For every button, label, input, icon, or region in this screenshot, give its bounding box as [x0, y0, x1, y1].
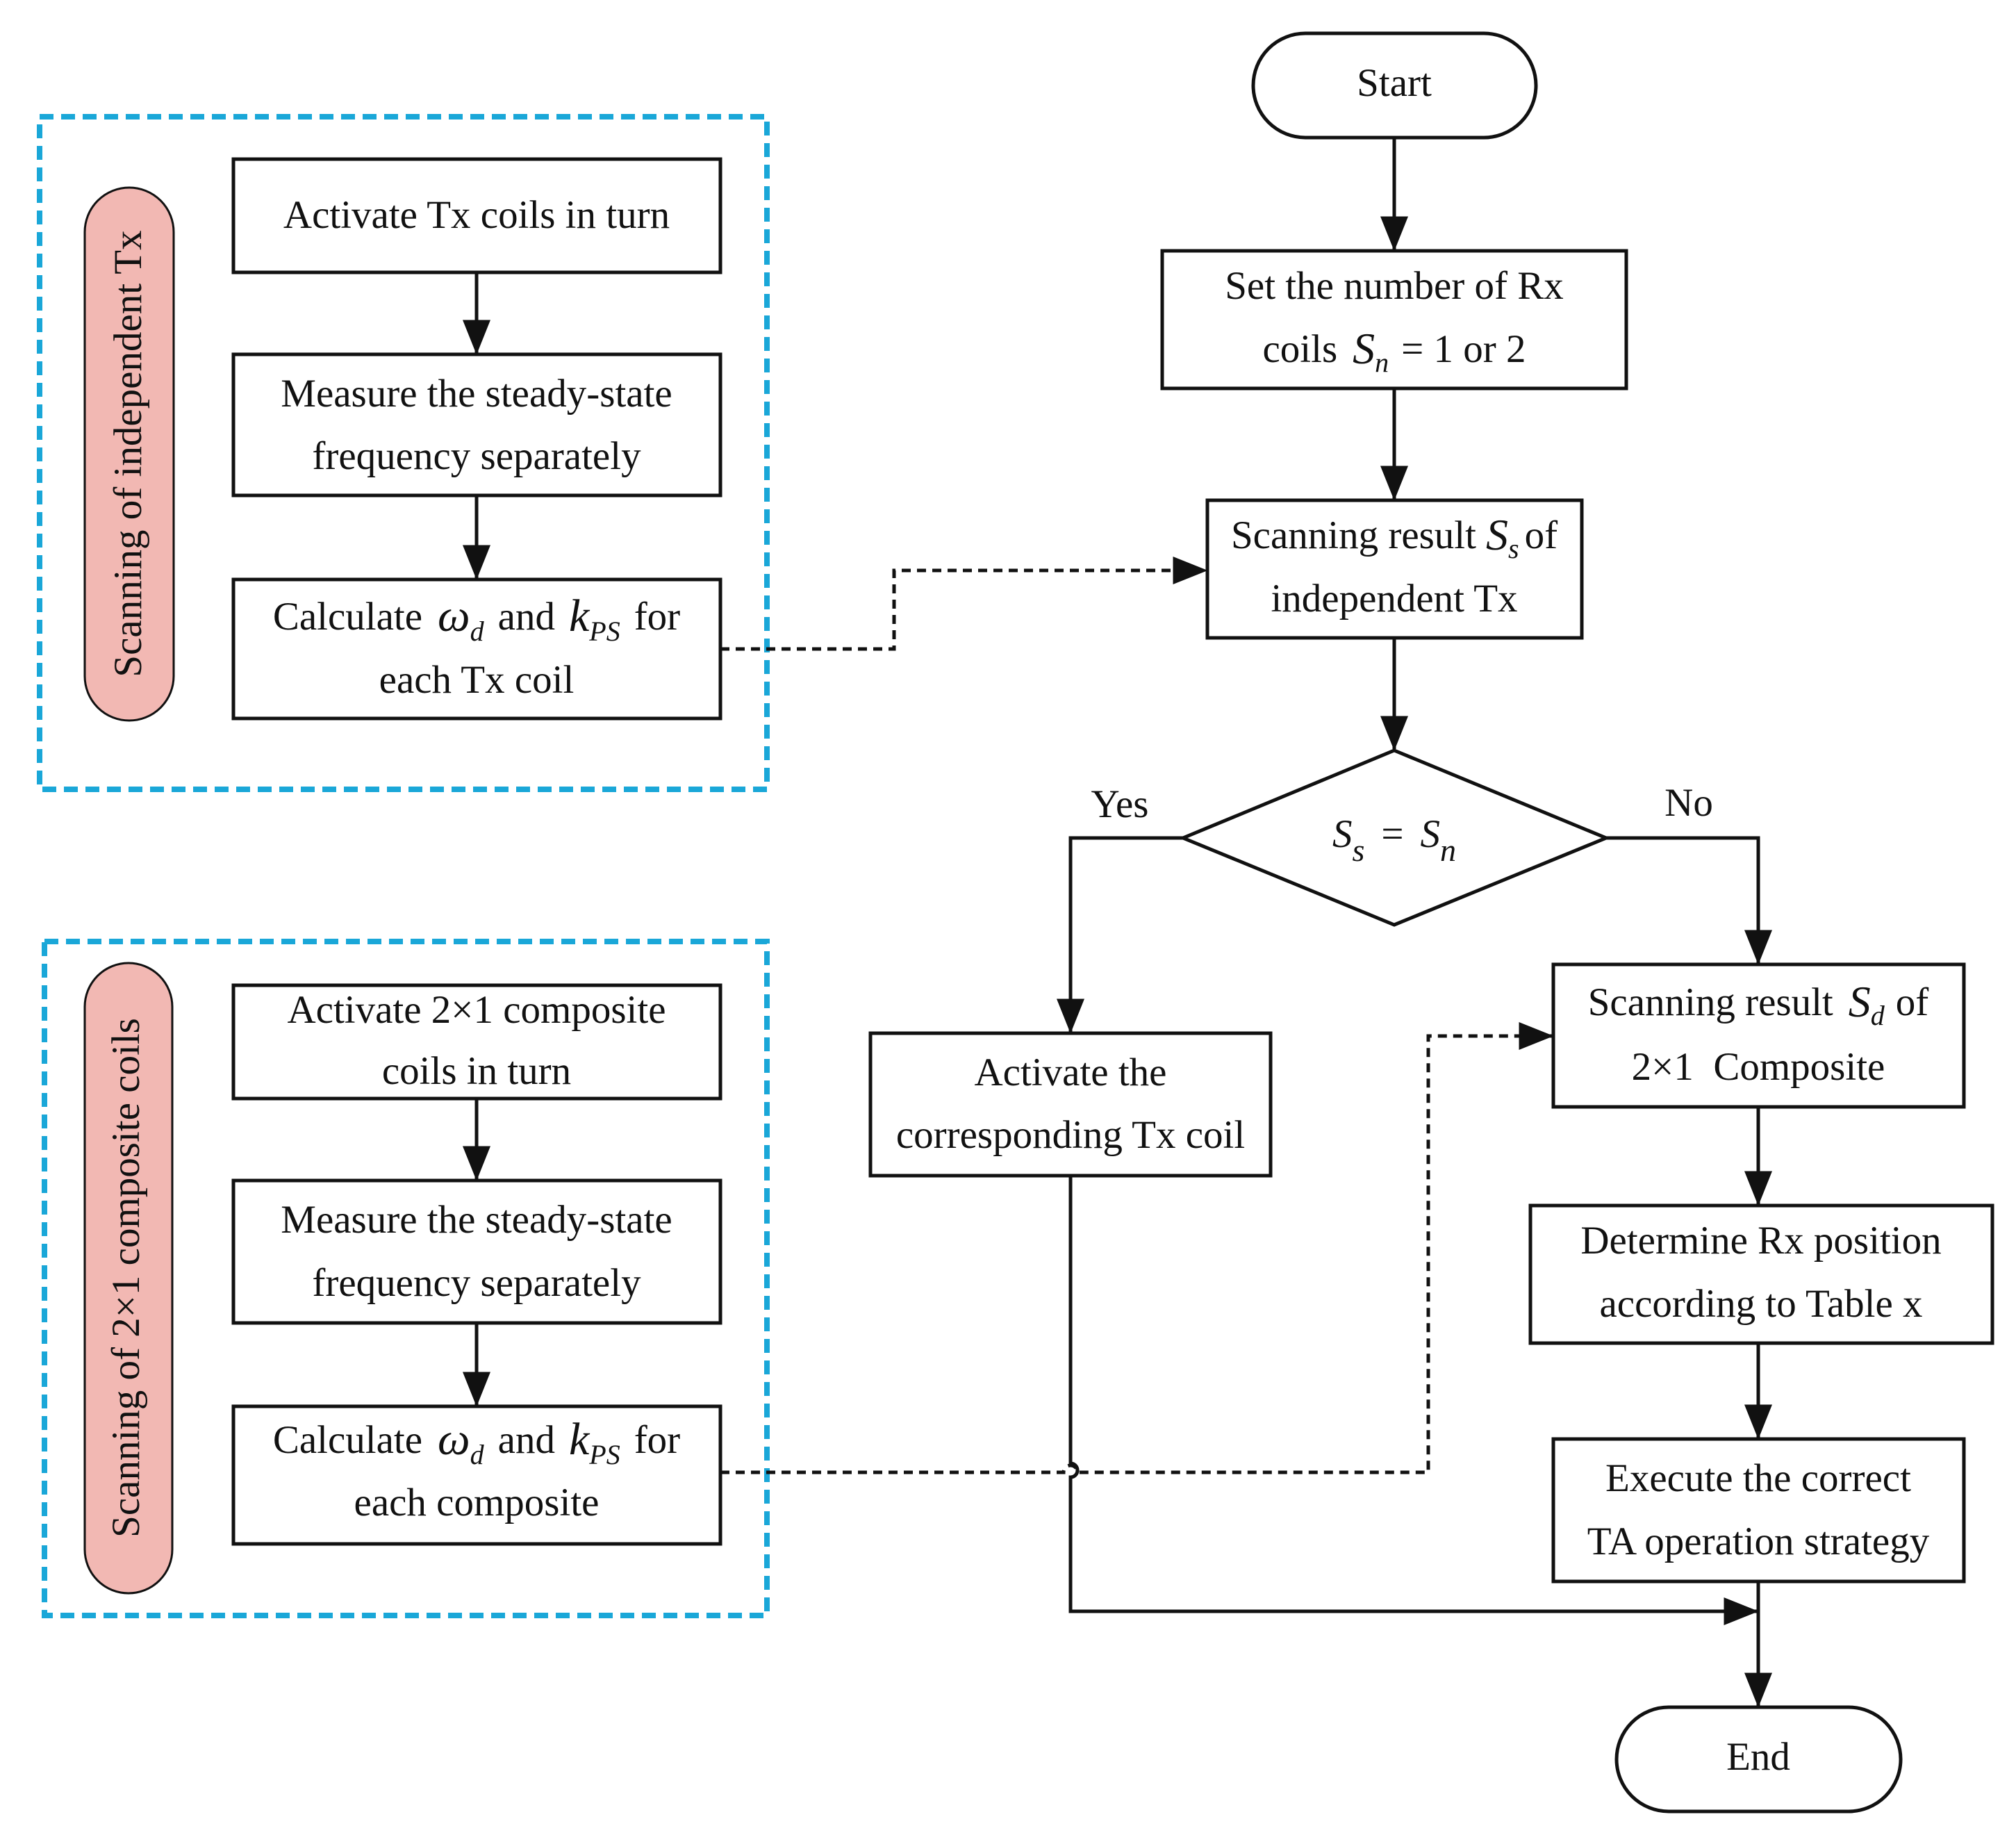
- set-rx-number-line2: coils Sn = 1 or 2: [1262, 324, 1526, 379]
- of-word-b: of: [1896, 980, 1929, 1024]
- independent-scan-frame: [37, 114, 770, 792]
- activate-composite-box: [231, 983, 722, 1101]
- decision-text: Ss = Sn: [1332, 812, 1456, 867]
- measure-frequency-line2: frequency separately: [312, 434, 641, 478]
- k-symbol-b: k: [569, 1414, 590, 1465]
- omega-subscript-b: d: [470, 1439, 485, 1470]
- measure-frequency-box-1: [231, 352, 722, 497]
- decision-s1-subscript: s: [1352, 832, 1364, 868]
- calculate-word: Calculate: [273, 595, 422, 639]
- measure-frequency-line2-b: frequency separately: [312, 1261, 641, 1305]
- dashed-link-composite: [720, 1022, 1554, 1474]
- sd-symbol: S: [1849, 977, 1871, 1026]
- independent-scan-label-pill: [83, 186, 175, 722]
- decision-equals: =: [1381, 812, 1403, 856]
- of-word: of: [1525, 513, 1558, 557]
- execute-strategy-line2: TA operation strategy: [1587, 1520, 1930, 1563]
- sn-subscript: n: [1375, 347, 1389, 378]
- k-symbol: k: [569, 591, 590, 641]
- end-text: End: [1726, 1735, 1790, 1779]
- independent-scan-label: Scanning of independent Tx: [106, 230, 150, 677]
- calculate-word-b: Calculate: [273, 1418, 422, 1462]
- activate-corresponding-line2: corresponding Tx coil: [896, 1113, 1245, 1157]
- activate-composite-line2: coils in turn: [382, 1049, 571, 1093]
- activate-tx-coils-box: [231, 157, 722, 274]
- execute-strategy-box: [1551, 1437, 1966, 1584]
- sd-subscript: d: [1871, 1000, 1885, 1031]
- ss-subscript: s: [1508, 533, 1519, 564]
- activate-corresponding-line1: Activate the: [975, 1051, 1167, 1094]
- omega-subscript: d: [470, 616, 485, 647]
- decision-s1: S: [1332, 812, 1353, 856]
- determine-position-box: [1528, 1203, 1994, 1345]
- no-label: No: [1664, 781, 1713, 825]
- composite-scan-label: Scanning of 2×1 composite coils: [104, 1018, 148, 1538]
- sn-symbol: S: [1353, 324, 1375, 373]
- decision-s2-subscript: n: [1440, 832, 1456, 868]
- k-subscript-b: PS: [588, 1439, 620, 1470]
- scan-result-word: Scanning result: [1231, 513, 1476, 557]
- coils-word: coils: [1262, 327, 1337, 371]
- calculate-line2-b: each composite: [354, 1481, 600, 1524]
- composite-scan-label-pill: [83, 962, 174, 1595]
- activate-tx-coils-text: Activate Tx coils in turn: [283, 193, 670, 237]
- determine-position-line1: Determine Rx position: [1580, 1219, 1941, 1263]
- composite-scan-frame: [42, 939, 770, 1618]
- calculate-box-2: [231, 1404, 722, 1546]
- arrow-no-branch: [1606, 836, 1772, 965]
- for-word: for: [634, 595, 680, 639]
- ss-symbol: S: [1486, 510, 1508, 559]
- omega-symbol-b: ω: [438, 1414, 470, 1465]
- decision-s2: S: [1421, 812, 1441, 856]
- dashed-link-independent: [720, 557, 1208, 651]
- arrow-yes-branch: [1057, 836, 1183, 1034]
- sn-equation: = 1 or 2: [1401, 327, 1526, 371]
- line-yes-to-merge: [1068, 1176, 1759, 1625]
- composite-scan-group: Scanning of 2×1 composite coils Activate…: [42, 939, 770, 1618]
- scan-result-composite-line2: 2×1 Composite: [1632, 1045, 1885, 1089]
- calculate-box-1: [231, 577, 722, 721]
- execute-strategy-line1: Execute the correct: [1605, 1456, 1911, 1500]
- calculate-line2: each Tx coil: [379, 658, 575, 702]
- decision-diamond: [1178, 748, 1611, 927]
- scan-result-word-b: Scanning result: [1588, 980, 1833, 1024]
- set-rx-number-line1: Set the number of Rx: [1225, 264, 1564, 308]
- activate-corresponding-box: [868, 1031, 1273, 1178]
- start-text: Start: [1357, 61, 1432, 105]
- k-subscript: PS: [588, 616, 620, 647]
- yes-label: Yes: [1091, 782, 1149, 826]
- measure-frequency-line1: Measure the steady-state: [281, 372, 672, 416]
- omega-symbol: ω: [438, 591, 470, 641]
- measure-frequency-line1-b: Measure the steady-state: [281, 1198, 672, 1242]
- determine-position-line2: according to Table x: [1599, 1282, 1922, 1326]
- for-word-b: for: [634, 1418, 680, 1462]
- independent-scan-group: Scanning of independent Tx Activate Tx c…: [37, 114, 770, 792]
- scan-result-independent-line2: independent Tx: [1271, 577, 1517, 620]
- and-word: and: [498, 595, 555, 639]
- and-word-b: and: [498, 1418, 555, 1462]
- activate-composite-line1: Activate 2×1 composite: [287, 988, 666, 1032]
